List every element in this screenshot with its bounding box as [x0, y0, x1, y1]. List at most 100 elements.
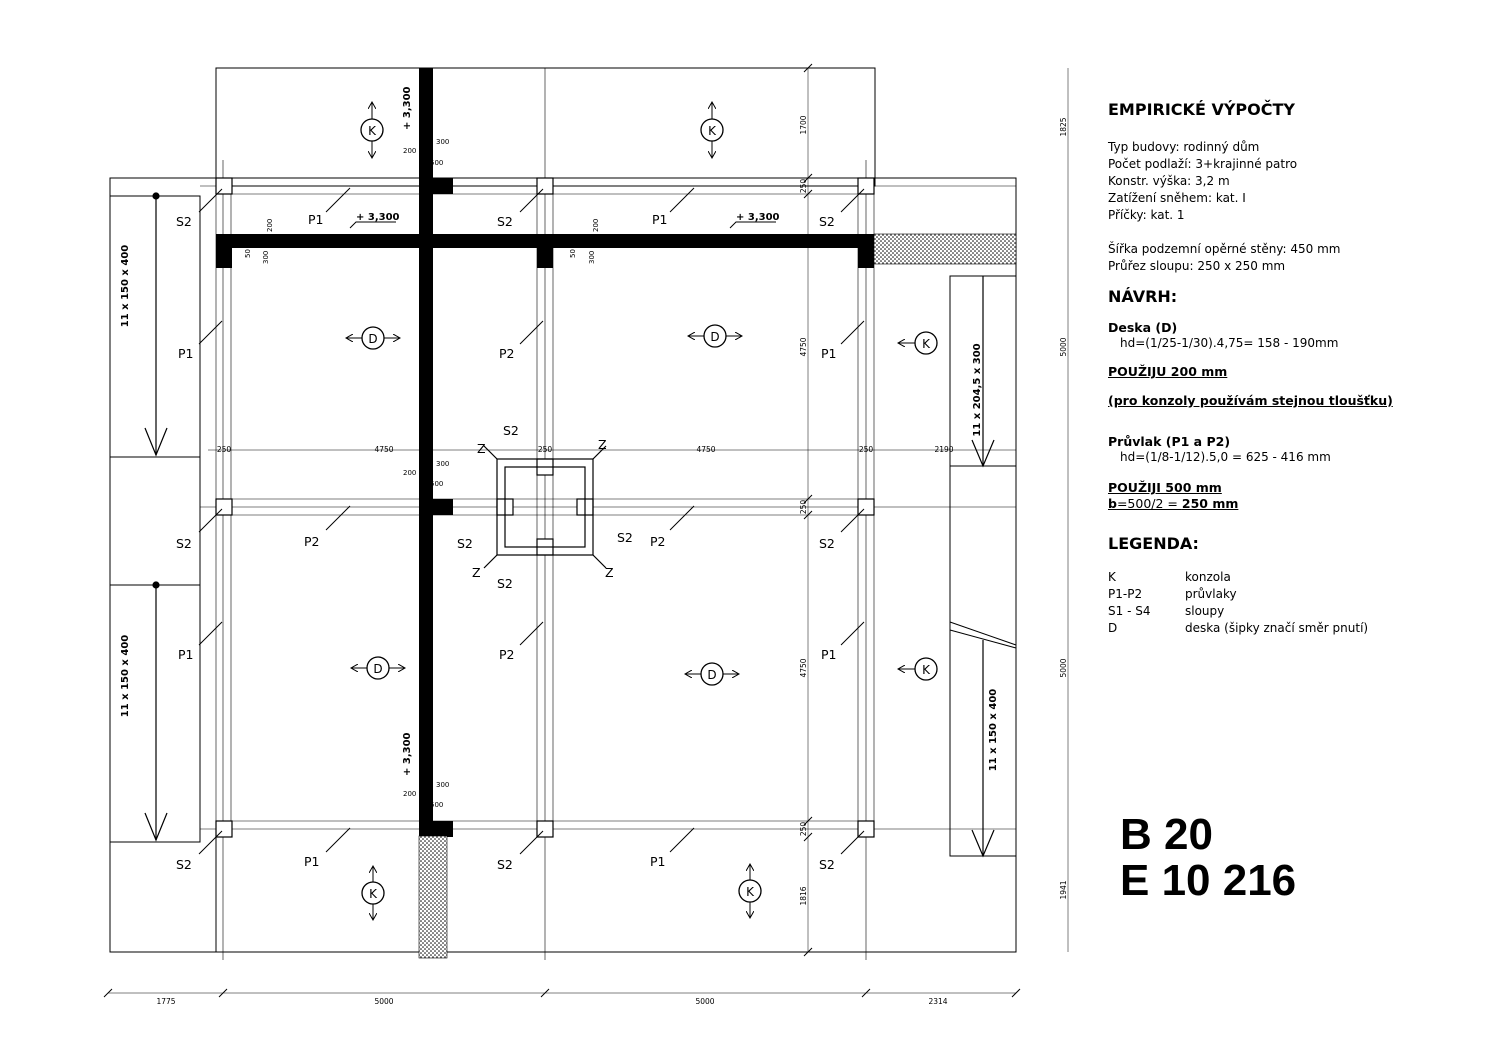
svg-text:200: 200: [592, 219, 600, 232]
svg-text:300: 300: [436, 781, 449, 789]
svg-text:2314: 2314: [928, 997, 947, 1006]
symbol-letters: K K D D D D K K K K: [368, 124, 931, 901]
slab-outlines: [109, 67, 1017, 953]
calc-title: EMPIRICKÉ VÝPOČTY: [1108, 100, 1295, 119]
stair-label: 11 x 150 x 400: [120, 635, 131, 718]
dimension-labels: 1775 5000 5000 2314 1825 5000 5000 1941 …: [156, 115, 1068, 1006]
svg-text:250: 250: [538, 445, 553, 454]
grid-lines: [200, 68, 1016, 960]
p1-label: P1: [652, 212, 668, 227]
param-line: Konstr. výška: 3,2 m: [1108, 174, 1230, 188]
stair-label: 11 x 150 x 400: [988, 689, 999, 772]
svg-text:5000: 5000: [1059, 337, 1068, 356]
k-label: K: [369, 887, 378, 901]
param-line: Průřez sloupu: 250 x 250 mm: [1108, 259, 1286, 273]
p1-label: P1: [821, 346, 837, 361]
svg-text:4750: 4750: [799, 337, 808, 356]
d-label: D: [707, 668, 716, 682]
p1-label: P1: [821, 647, 837, 662]
z-label: Z: [472, 565, 481, 580]
svg-text:250: 250: [799, 822, 808, 837]
s2-label: S2: [503, 423, 519, 438]
s2-label: S2: [457, 536, 473, 551]
design-title: NÁVRH:: [1108, 287, 1178, 306]
dimension-ticks: [103, 63, 1021, 998]
p2-label: P2: [650, 534, 666, 549]
s2-label: S2: [497, 214, 513, 229]
stair-labels: 11 x 150 x 400 11 x 150 x 400 11 x 204,5…: [120, 245, 999, 772]
stair-label: 11 x 204,5 x 300: [972, 343, 983, 436]
p1-label: P1: [178, 647, 194, 662]
svg-text:5000: 5000: [695, 997, 714, 1006]
central-shaft: [483, 445, 607, 569]
p2-label: P2: [304, 534, 320, 549]
level-label: + 3,300: [736, 212, 780, 223]
small-dims: 300 200 500 300 200 500 300 200 500 200 …: [244, 138, 600, 809]
z-label: Z: [598, 437, 607, 452]
legend-title: LEGENDA:: [1108, 534, 1199, 553]
stair-arrows: [144, 192, 995, 858]
concrete-class: B 20: [1120, 810, 1213, 859]
k-label: K: [708, 124, 717, 138]
param-line: Počet podlaží: 3+krajinné patro: [1108, 157, 1298, 171]
s2-label: S2: [617, 530, 633, 545]
slab-title: Deska (D): [1108, 320, 1178, 335]
p1-label: P1: [308, 212, 324, 227]
p2-label: P2: [499, 647, 515, 662]
element-labels: S2 S2 S2 P1 P1 P1 P2 P1 S2 S2 P2 P2 P1 P…: [176, 212, 837, 872]
beam-use: POUŽIJI 500 mm: [1108, 480, 1222, 495]
z-label: Z: [477, 441, 486, 456]
columns: [215, 177, 875, 838]
beam-width: b=500/2 = 250 mm: [1108, 496, 1239, 511]
svg-text:4750: 4750: [799, 658, 808, 677]
beam-title: Průvlak (P1 a P2): [1108, 434, 1231, 449]
dimension-lines: [108, 68, 1069, 994]
svg-text:250: 250: [859, 445, 874, 454]
d-label: D: [368, 332, 377, 346]
param-line: Příčky: kat. 1: [1108, 208, 1185, 222]
k-label: K: [746, 885, 755, 899]
svg-text:250: 250: [217, 445, 232, 454]
svg-text:200: 200: [403, 790, 416, 798]
svg-text:5000: 5000: [1059, 658, 1068, 677]
svg-text:1941: 1941: [1059, 880, 1068, 899]
level-label: + 3,300: [402, 732, 413, 776]
svg-text:1825: 1825: [1059, 117, 1068, 136]
level-label: + 3,300: [402, 86, 413, 130]
s2-label: S2: [819, 536, 835, 551]
svg-text:2190: 2190: [934, 445, 953, 454]
svg-text:300: 300: [588, 251, 596, 264]
param-line: Zatížení sněhem: kat. I: [1108, 191, 1246, 205]
svg-text:200: 200: [403, 147, 416, 155]
p1-label: P1: [650, 854, 666, 869]
param-line: Typ budovy: rodinný dům: [1108, 140, 1260, 154]
svg-text:200: 200: [403, 469, 416, 477]
beams-thick: [216, 68, 874, 958]
k-label: K: [368, 124, 377, 138]
level-marks: [349, 221, 776, 229]
p1-label: P1: [304, 854, 320, 869]
svg-text:1816: 1816: [799, 886, 808, 905]
p2-label: P2: [499, 346, 515, 361]
steel-class: E 10 216: [1120, 856, 1297, 905]
svg-text:4750: 4750: [696, 445, 715, 454]
svg-text:500: 500: [430, 480, 443, 488]
svg-text:300: 300: [436, 138, 449, 146]
d-label: D: [710, 330, 719, 344]
slab-formula: hd=(1/25-1/30).4,75= 158 - 190mm: [1120, 336, 1339, 350]
calculation-panel: EMPIRICKÉ VÝPOČTY Typ budovy: rodinný dů…: [1108, 100, 1468, 637]
svg-text:250: 250: [799, 500, 808, 515]
level-labels: + 3,300 + 3,300 + 3,300 + 3,300: [356, 86, 780, 776]
svg-text:50: 50: [569, 249, 577, 258]
slab-use: POUŽIJU 200 mm: [1108, 364, 1228, 379]
k-label: K: [922, 663, 931, 677]
svg-text:5000: 5000: [374, 997, 393, 1006]
beam-formula: hd=(1/8-1/12).5,0 = 625 - 416 mm: [1120, 450, 1331, 464]
param-line: Šířka podzemní opěrné stěny: 450 mm: [1108, 242, 1341, 256]
svg-text:300: 300: [436, 460, 449, 468]
s2-label: S2: [176, 536, 192, 551]
